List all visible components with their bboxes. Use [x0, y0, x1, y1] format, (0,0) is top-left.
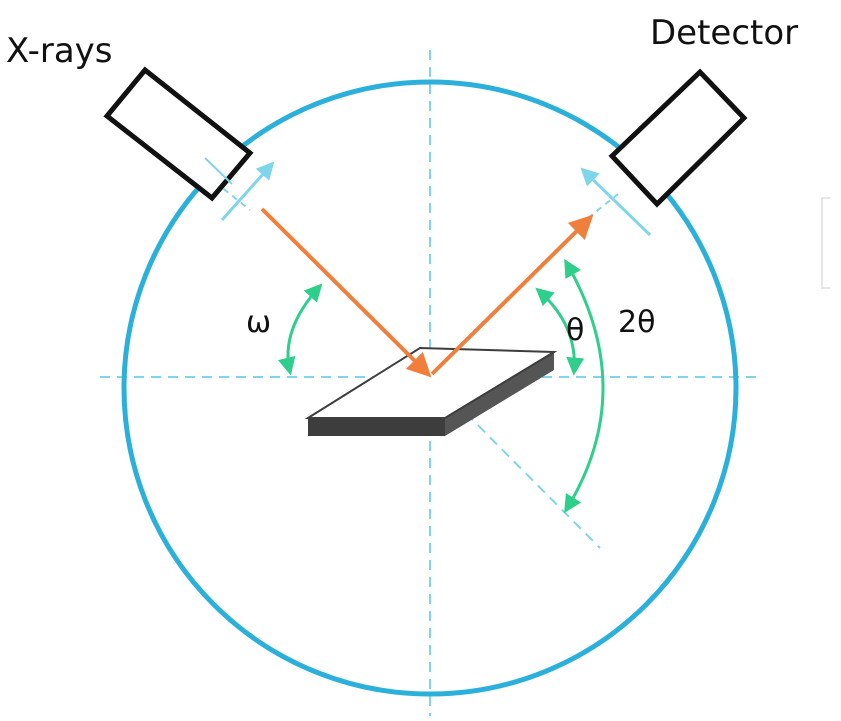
edge-artifact [821, 197, 830, 289]
two-theta-label: 2θ [618, 305, 655, 340]
two-theta-angle-arrow [564, 258, 605, 514]
omega-label: ω [246, 305, 271, 340]
xray-source [103, 66, 254, 202]
source-slit [204, 157, 233, 185]
sample-plate [304, 346, 558, 436]
diffracted-beam [430, 214, 594, 376]
beam-extension-dashed [214, 181, 251, 211]
incident-direction-arrow [220, 161, 275, 221]
omega-angle-arrow [277, 283, 323, 376]
detector [608, 68, 748, 208]
detector-direction-arrow [580, 167, 652, 237]
detector-label: Detector [650, 13, 798, 53]
xrays-label: X-rays [6, 31, 113, 71]
theta-label: θ [566, 313, 584, 348]
incident-beam [260, 207, 432, 378]
goniometer-circle [121, 79, 739, 697]
